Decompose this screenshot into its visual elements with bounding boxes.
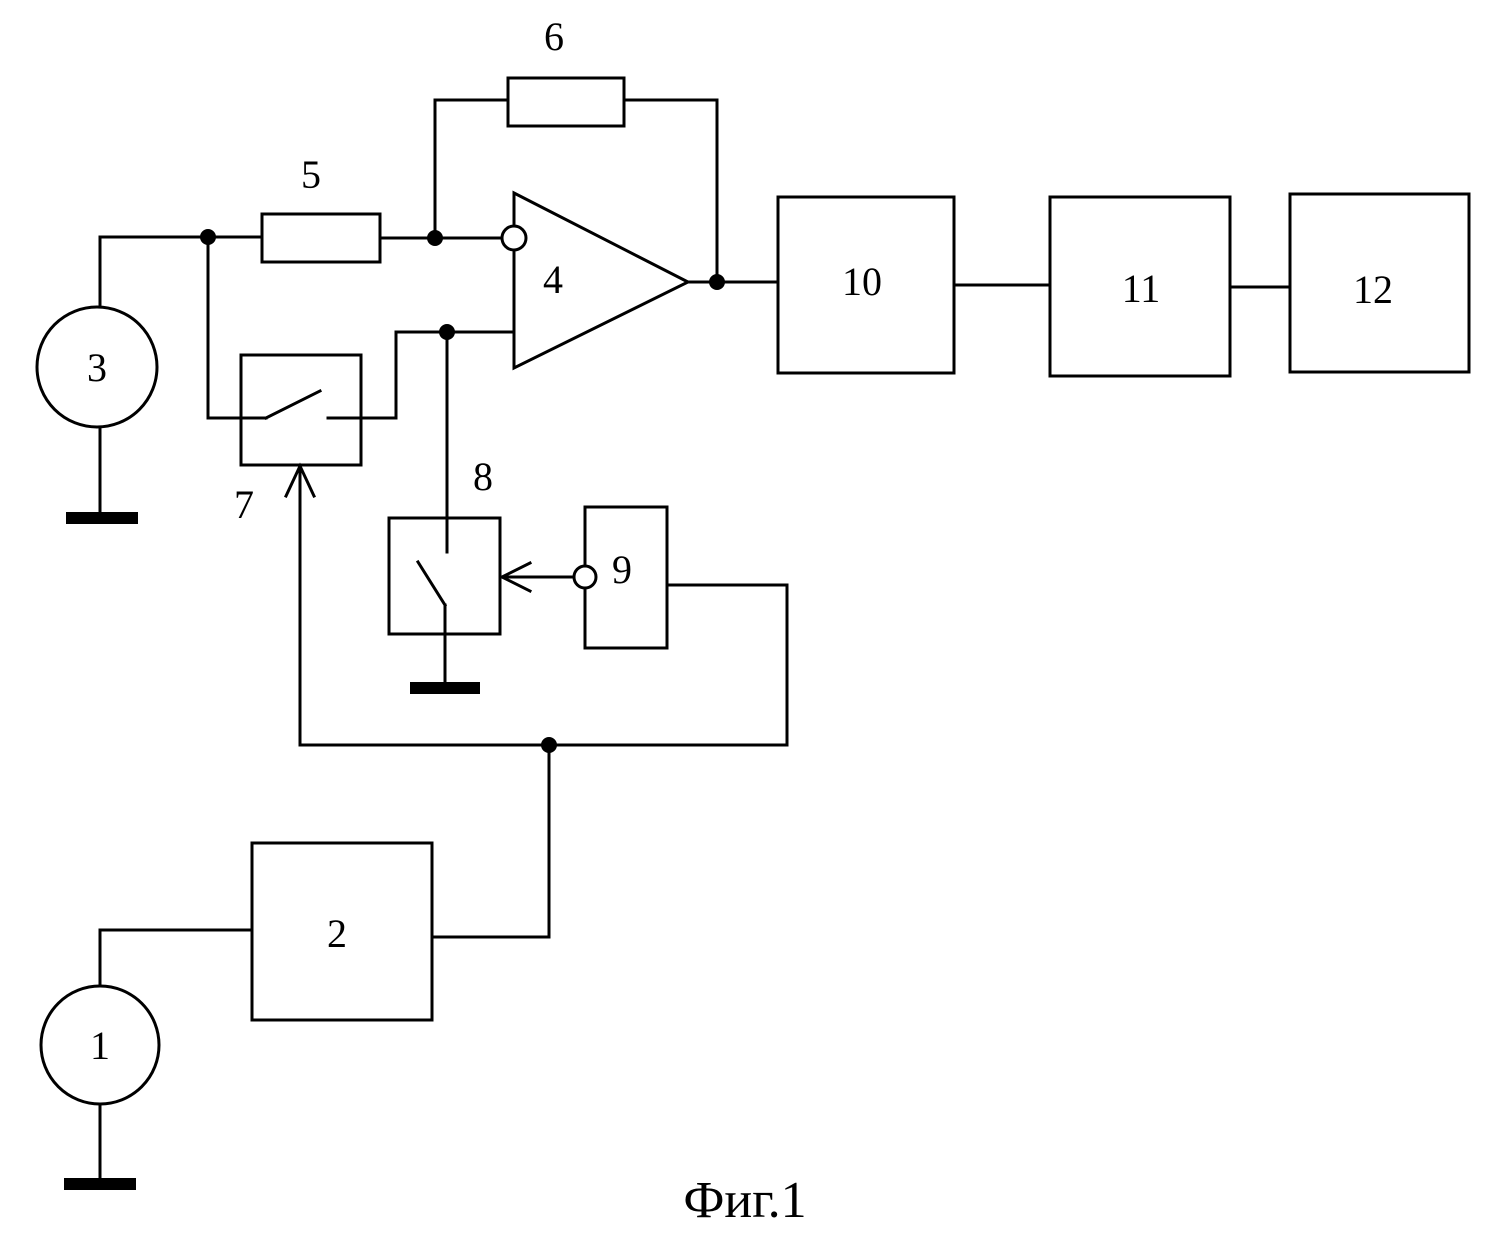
- ground-switch-8: [410, 682, 480, 694]
- block-9-inverted-output-marker: [574, 566, 596, 588]
- switch-8: 8: [389, 454, 530, 634]
- block-2-label: 2: [327, 911, 347, 956]
- wire-nodeA-to-switch7: [208, 237, 266, 418]
- source-3: 3: [37, 307, 157, 427]
- ground-source-1: [64, 1178, 136, 1190]
- block-2: 2: [252, 843, 432, 1020]
- wire-feedback-left: [435, 100, 508, 238]
- switch-8-label: 8: [473, 454, 493, 499]
- block-9: 9: [574, 507, 667, 648]
- block-9-label: 9: [612, 547, 632, 592]
- resistor-5-body: [262, 214, 380, 262]
- resistor-6-body: [508, 78, 624, 126]
- wire-source3-top: [100, 237, 208, 307]
- figure-caption: Фиг.1: [683, 1172, 806, 1229]
- resistor-6-label: 6: [544, 14, 564, 59]
- inverting-input-marker: [502, 226, 526, 250]
- resistor-5: 5: [262, 152, 380, 262]
- wire-bus-to-switch7: [300, 470, 549, 745]
- resistor-6: 6: [508, 14, 624, 126]
- amplifier-4-label: 4: [543, 257, 563, 302]
- amplifier-4-triangle: [514, 193, 688, 368]
- source-1: 1: [41, 986, 159, 1104]
- junction-node-d: [709, 274, 725, 290]
- source-3-label: 3: [87, 345, 107, 390]
- block-11: 11: [1050, 197, 1230, 376]
- block-12: 12: [1290, 194, 1469, 372]
- junction-node-a: [200, 229, 216, 245]
- block-12-label: 12: [1353, 267, 1393, 312]
- junction-node-c: [439, 324, 455, 340]
- source-1-label: 1: [90, 1023, 110, 1068]
- wire-feedback-right: [624, 100, 717, 282]
- amplifier-4: 4: [502, 193, 688, 368]
- block-10-label: 10: [842, 259, 882, 304]
- switch-7-box: [241, 355, 361, 465]
- wire-block2-to-nodeE: [432, 745, 549, 937]
- switch-7: 7: [234, 355, 361, 527]
- wire-switch7-to-nodeC: [328, 332, 447, 418]
- switch-7-blade: [266, 391, 320, 418]
- junction-node-b: [427, 230, 443, 246]
- junction-node-e: [541, 737, 557, 753]
- switch-7-label: 7: [234, 482, 254, 527]
- switch-8-blade: [418, 562, 445, 605]
- ground-source-3: [66, 512, 138, 524]
- block-10: 10: [778, 197, 954, 373]
- wire-source1-to-block2: [100, 930, 252, 986]
- block-11-label: 11: [1122, 266, 1161, 311]
- resistor-5-label: 5: [301, 152, 321, 197]
